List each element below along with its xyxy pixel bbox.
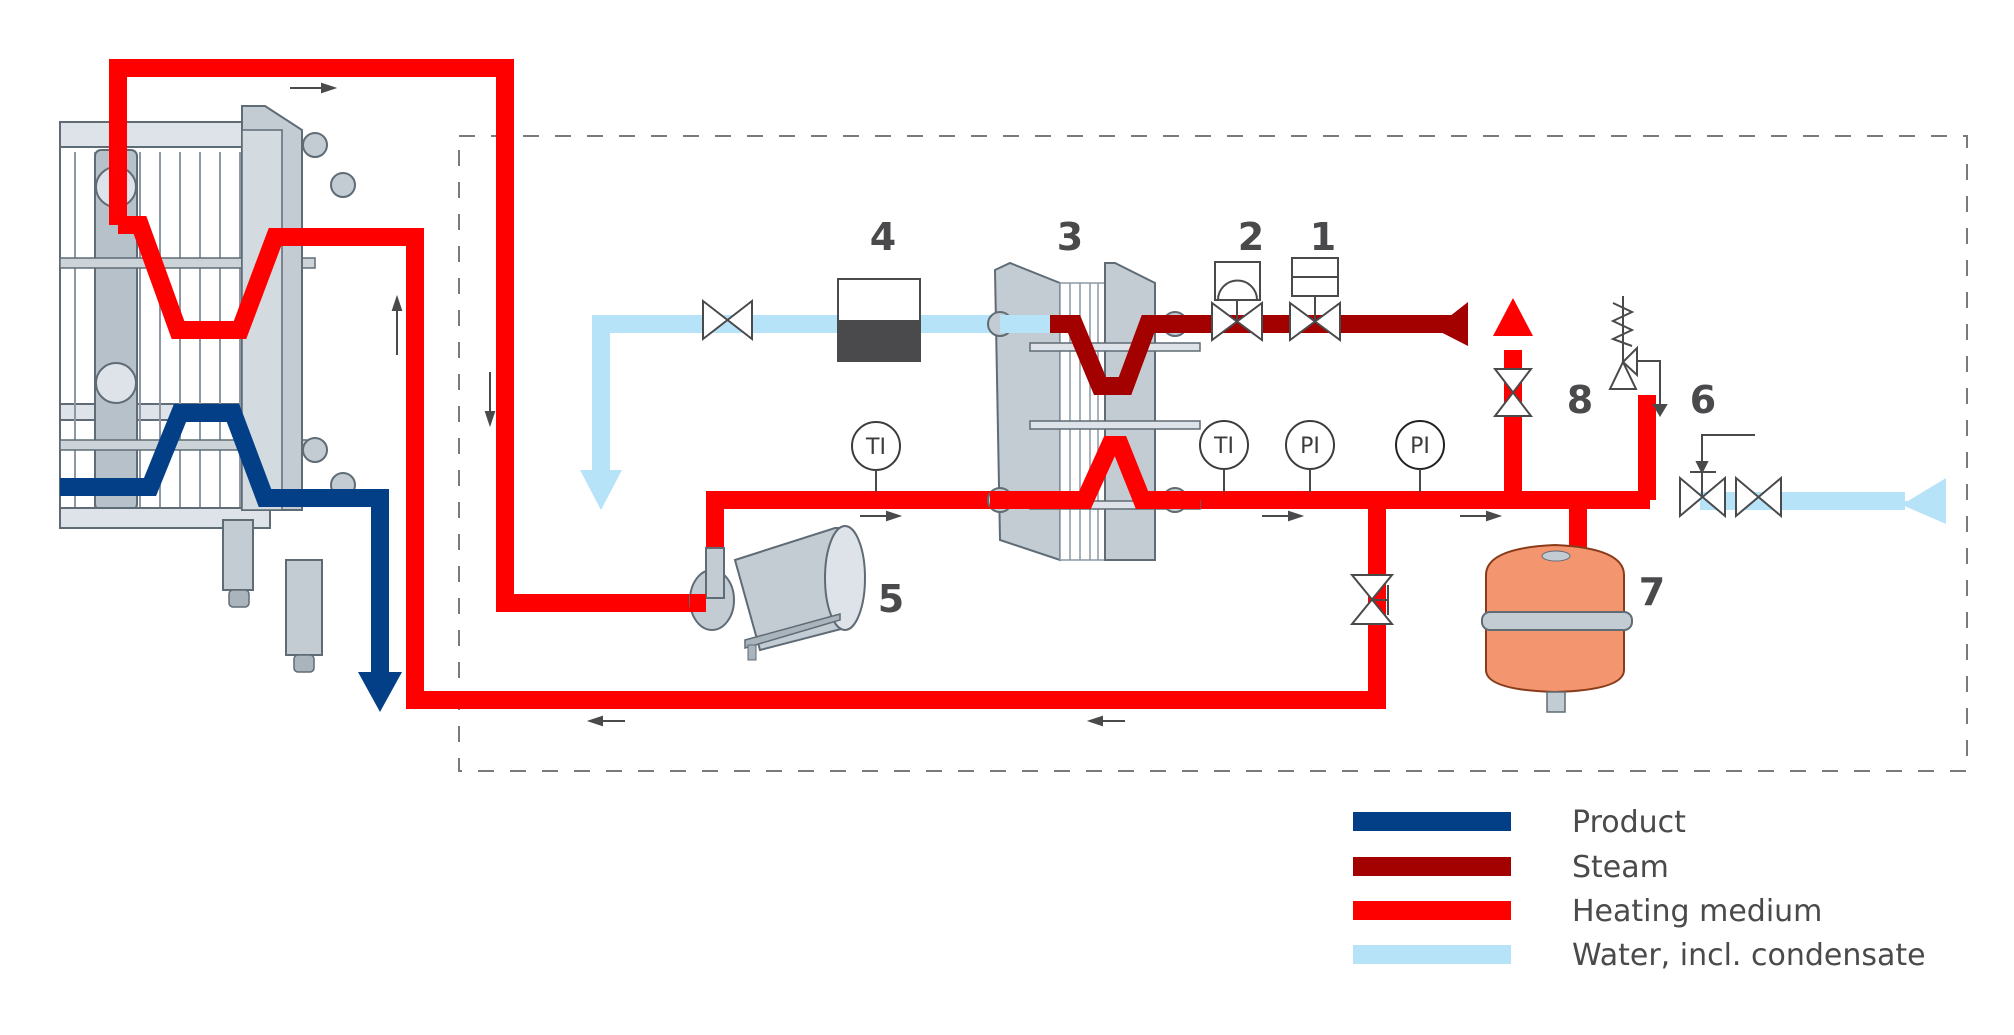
- pipe-product: [60, 404, 389, 672]
- instrument-pi-2[interactable]: PI: [1395, 420, 1445, 492]
- pipe-condensate: [592, 315, 1050, 470]
- component-number-4: 4: [870, 215, 896, 259]
- legend-label: Water, incl. condensate: [1572, 938, 1926, 973]
- condensate-valve-icon[interactable]: [702, 298, 753, 342]
- legend-swatch: [1353, 857, 1511, 876]
- legend-item-heating-medium: Heating medium: [1353, 894, 1822, 929]
- pipe-heating-hx-inner: [118, 216, 1386, 709]
- instrument-tag: PI: [1410, 434, 1430, 459]
- instrument-tag: TI: [865, 435, 886, 460]
- legend-label: Heating medium: [1572, 894, 1822, 929]
- water-inlet-arrow: [1893, 478, 1946, 524]
- instrument-ti-2[interactable]: TI: [1199, 420, 1249, 492]
- steam-inlet-arrow: [1425, 302, 1468, 346]
- pipe-heating-return-top: [109, 59, 706, 612]
- instrument-ti-1[interactable]: TI: [851, 421, 901, 492]
- component-number-7: 7: [1639, 570, 1665, 614]
- expansion-vessel-7: [1481, 543, 1633, 713]
- condensate-outlet-arrow: [580, 470, 622, 510]
- legend-label: Steam: [1572, 850, 1669, 885]
- vent-outlet-arrow: [1493, 298, 1533, 336]
- pump-5: [689, 525, 866, 661]
- legend-label: Product: [1572, 805, 1686, 840]
- component-number-2: 2: [1238, 215, 1264, 259]
- plate-heat-exchanger-3: [987, 261, 1201, 562]
- legend-swatch: [1353, 901, 1511, 920]
- legend-swatch: [1353, 812, 1511, 831]
- flow-arrows: [290, 82, 1503, 727]
- system-boundary: [458, 135, 1968, 772]
- condensate-trap-4: [837, 278, 921, 362]
- component-number-3: 3: [1057, 215, 1083, 259]
- legend-item-product: Product: [1353, 805, 1686, 840]
- vent-valve-8-icon[interactable]: [1492, 368, 1534, 417]
- legend-item-water: Water, incl. condensate: [1353, 938, 1926, 973]
- instrument-tag: PI: [1300, 434, 1320, 459]
- legend-swatch: [1353, 945, 1511, 964]
- product-outlet-arrow: [358, 672, 402, 712]
- component-number-1: 1: [1310, 215, 1336, 259]
- component-number-8: 8: [1567, 378, 1593, 422]
- instrument-pi-1[interactable]: PI: [1285, 420, 1335, 492]
- legend-item-steam: Steam: [1353, 850, 1669, 885]
- instrument-tag: TI: [1213, 434, 1234, 459]
- water-inlet-valve-icon[interactable]: [1735, 475, 1782, 519]
- component-number-5: 5: [878, 577, 904, 621]
- legend: Product Steam Heating medium Water, incl…: [1353, 805, 1926, 973]
- component-number-6: 6: [1690, 378, 1716, 422]
- main-heat-exchanger: [59, 105, 356, 673]
